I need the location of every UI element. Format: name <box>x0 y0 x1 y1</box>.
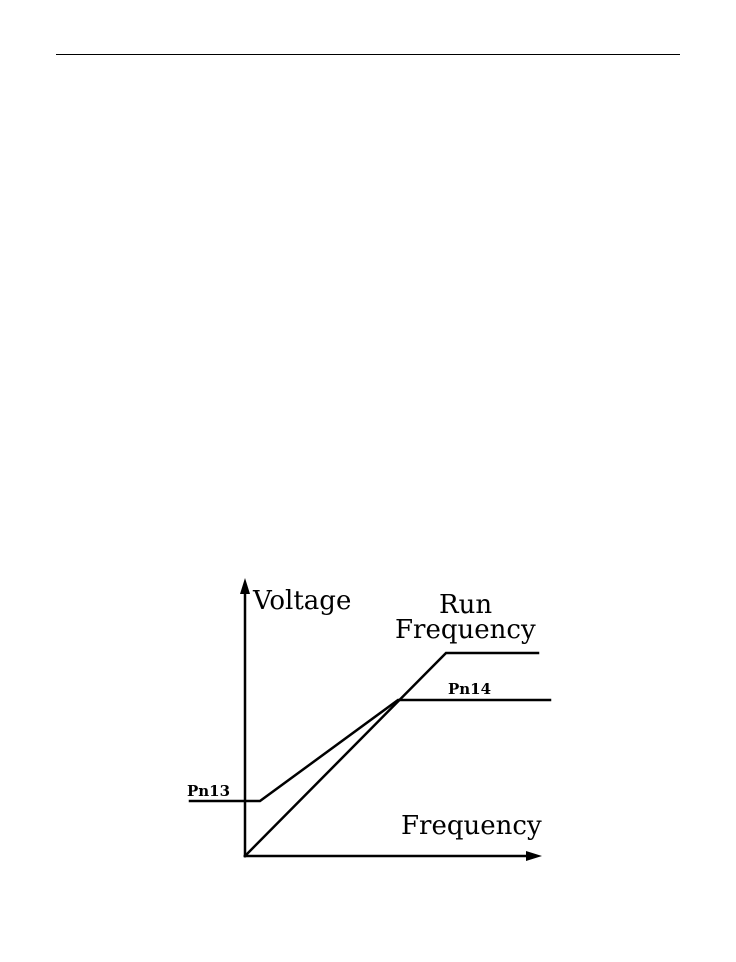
y-axis-arrowhead <box>240 578 250 594</box>
x-axis-label: Frequency <box>401 811 542 841</box>
pn14-label: Pn14 <box>448 680 491 698</box>
pn13-label: Pn13 <box>187 782 230 800</box>
x-axis-arrowhead <box>526 851 542 861</box>
run-frequency-label-line2: Frequency <box>395 615 536 645</box>
y-axis-label: Voltage <box>252 586 351 616</box>
